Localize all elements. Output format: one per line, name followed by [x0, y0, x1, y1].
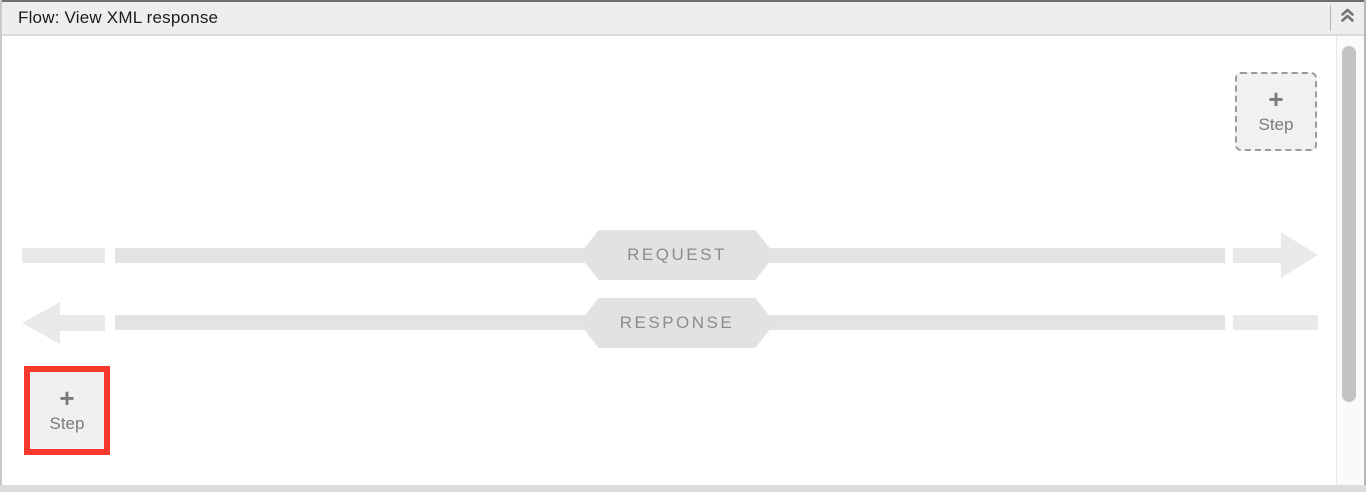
add-step-button-bottom[interactable]: + Step: [30, 372, 104, 449]
arrow-left-icon: [22, 302, 60, 344]
collapse-panel-button[interactable]: [1331, 2, 1364, 34]
plus-icon: +: [1268, 84, 1284, 114]
panel-header: Flow: View XML response: [2, 2, 1364, 36]
scrollbar-thumb[interactable]: [1342, 46, 1356, 402]
arrow-right-icon: [1281, 232, 1318, 278]
response-arrow-shaft: [60, 315, 105, 331]
add-step-button-top[interactable]: + Step: [1235, 72, 1317, 151]
chevron-double-up-icon: [1339, 7, 1356, 29]
window-right-edge: [1364, 0, 1366, 492]
vertical-scrollbar[interactable]: [1336, 36, 1364, 485]
plus-icon: +: [59, 383, 75, 413]
add-step-label: Step: [49, 414, 85, 433]
header-controls: [1330, 2, 1364, 34]
response-banner-label: RESPONSE: [619, 313, 735, 332]
request-arrow-shaft: [1233, 248, 1281, 263]
response-banner: RESPONSE: [579, 298, 775, 348]
request-line-start-segment: [22, 248, 105, 263]
request-banner-label: REQUEST: [627, 245, 727, 264]
window-left-edge: [0, 0, 2, 492]
add-step-label: Step: [1258, 115, 1294, 134]
request-banner: REQUEST: [579, 230, 775, 280]
response-line-end-segment: [1233, 315, 1318, 330]
page-title: Flow: View XML response: [18, 8, 219, 27]
window-top-edge: [0, 0, 1366, 2]
window-bottom-edge: [0, 485, 1366, 492]
highlight-box: + Step: [24, 366, 110, 455]
header-divider: [1330, 5, 1331, 31]
